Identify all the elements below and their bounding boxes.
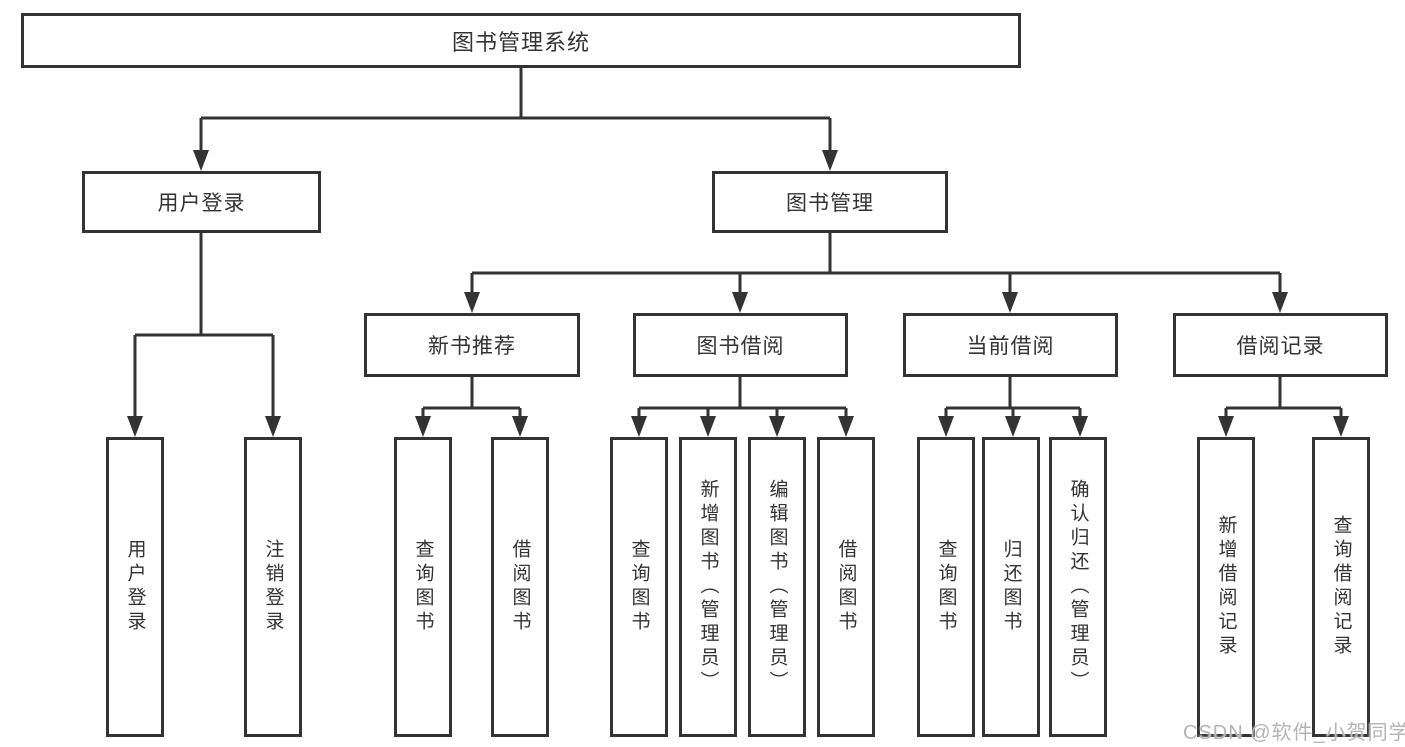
leaf-borrow-edit-books-admin: 编辑图书（管理员） xyxy=(748,437,806,737)
node-borrowing-records: 借阅记录 xyxy=(1173,313,1388,377)
leaf-recommend-borrow-books: 借阅图书 xyxy=(491,437,549,737)
leaf-current-return-books: 归还图书 xyxy=(982,437,1040,737)
node-current-borrowing: 当前借阅 xyxy=(903,313,1118,377)
leaf-current-confirm-return-admin: 确认归还（管理员） xyxy=(1049,437,1107,737)
node-user-login: 用户登录 xyxy=(82,171,321,233)
leaf-user-login: 用户登录 xyxy=(106,437,164,737)
leaf-borrow-add-books-admin: 新增图书（管理员） xyxy=(679,437,737,737)
leaf-borrow-query-books: 查询图书 xyxy=(610,437,668,737)
leaf-recommend-query-books: 查询图书 xyxy=(394,437,452,737)
leaf-current-query-books: 查询图书 xyxy=(917,437,975,737)
leaf-records-add-borrow-record: 新增借阅记录 xyxy=(1197,437,1255,737)
node-system-root: 图书管理系统 xyxy=(21,13,1021,68)
leaf-records-query-borrow-record: 查询借阅记录 xyxy=(1312,437,1370,737)
node-book-management: 图书管理 xyxy=(712,171,948,233)
leaf-borrow-borrow-books: 借阅图书 xyxy=(817,437,875,737)
csdn-watermark: CSDN @软件_小贺同学 xyxy=(1183,722,1405,744)
node-book-borrowing: 图书借阅 xyxy=(633,313,848,377)
leaf-logout: 注销登录 xyxy=(244,437,302,737)
node-new-book-recommendation: 新书推荐 xyxy=(364,313,580,377)
